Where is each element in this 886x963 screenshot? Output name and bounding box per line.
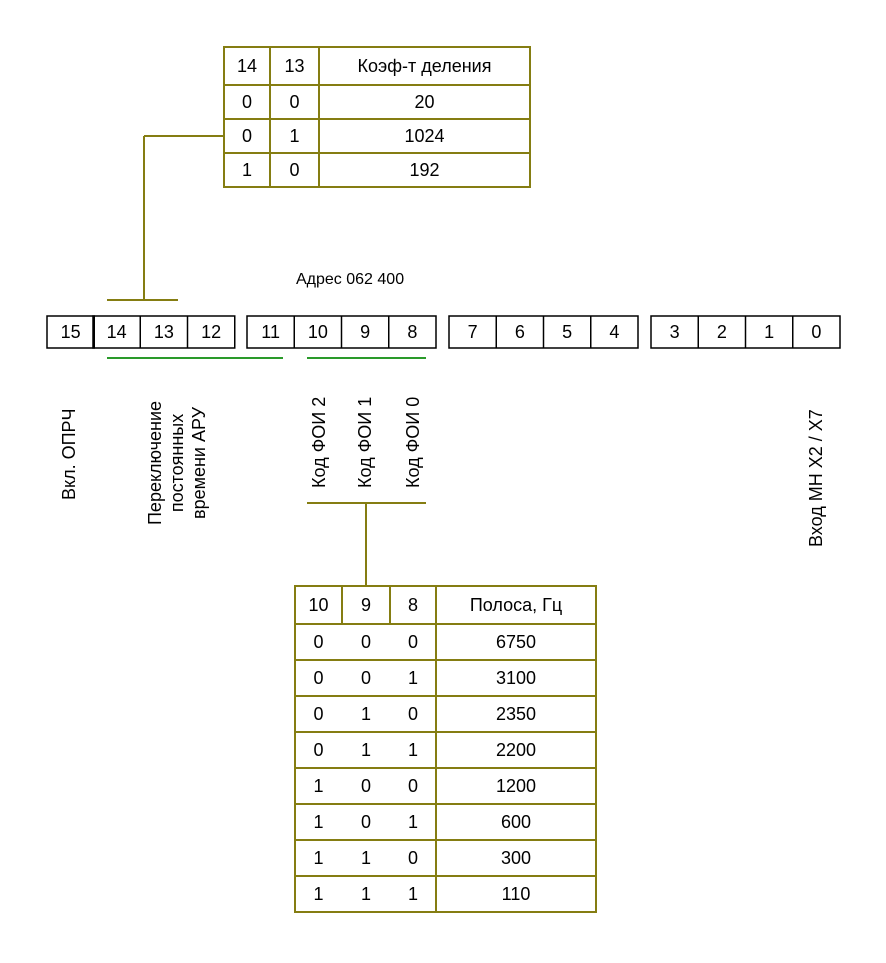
register-bit-14: 14	[107, 322, 127, 342]
band-table-cell: 2350	[496, 704, 536, 724]
band-table-header-cell: 8	[408, 595, 418, 615]
band-table-cell: 1	[408, 668, 418, 688]
register-bit-13: 13	[154, 322, 174, 342]
band-table-cell: 300	[501, 848, 531, 868]
band-table-border	[294, 585, 597, 913]
divider-table-border	[223, 46, 531, 188]
divider-table-cell: 1024	[404, 126, 444, 146]
divider-table-header-cell: 14	[237, 56, 257, 76]
band-table-cell: 0	[408, 848, 418, 868]
register-bit-2: 2	[717, 322, 727, 342]
band-table-cell: 1	[313, 776, 323, 796]
band-table-cell: 1200	[496, 776, 536, 796]
divider-table-cell: 0	[242, 92, 252, 112]
band-table-cell: 0	[313, 704, 323, 724]
divider-table-cell: 20	[414, 92, 434, 112]
band-table-cell: 600	[501, 812, 531, 832]
register-group	[92, 315, 236, 349]
band-table-cell: 1	[408, 812, 418, 832]
band-table-cell: 1	[313, 812, 323, 832]
register-bit-10: 10	[308, 322, 328, 342]
divider-table-header-cell: Коэф-т деления	[358, 56, 492, 76]
band-table-cell: 1	[361, 740, 371, 760]
divider-connector	[107, 135, 224, 301]
divider-table-cell: 1	[289, 126, 299, 146]
register-bit-5: 5	[562, 322, 572, 342]
register-bit-12: 12	[201, 322, 221, 342]
band-table-cell: 0	[361, 668, 371, 688]
divider-table: 14 13 Коэф-т деления 0 0 20 0 1 1024 1 0 192	[223, 46, 531, 188]
band-table-cell: 1	[361, 884, 371, 904]
band-table-cell: 0	[408, 776, 418, 796]
band-table-cell: 110	[502, 884, 531, 904]
register-bit-11: 11	[261, 322, 280, 342]
divider-table-cell: 192	[409, 160, 439, 180]
divider-table-header-cell: 13	[284, 56, 304, 76]
register-bit-3: 3	[670, 322, 680, 342]
divider-table-cell: 0	[242, 126, 252, 146]
band-table-cell: 1	[313, 848, 323, 868]
register-bit-6: 6	[515, 322, 525, 342]
register-bit-4: 4	[609, 322, 619, 342]
band-table-cell: 1	[361, 848, 371, 868]
band-table-cell: 1	[361, 704, 371, 724]
divider-table-cell: 0	[289, 160, 299, 180]
register-bit-0: 0	[811, 322, 821, 342]
register-bit-15: 15	[61, 322, 81, 342]
band-table-cell: 0	[408, 704, 418, 724]
band-table-cell: 3100	[496, 668, 536, 688]
band-table-cell: 0	[361, 776, 371, 796]
band-table-cell: 1	[408, 884, 418, 904]
band-table-cell: 0	[313, 668, 323, 688]
register-bit-7: 7	[468, 322, 478, 342]
band-table-cell: 0	[313, 632, 323, 652]
band-table-cell: 0	[408, 632, 418, 652]
band-table-cell: 0	[313, 740, 323, 760]
band-table-cell: 1	[313, 884, 323, 904]
band-table-cell: 0	[361, 632, 371, 652]
divider-table-cell: 1	[242, 160, 252, 180]
register-group	[46, 315, 95, 349]
register-bit-9: 9	[360, 322, 370, 342]
band-table-header-cell: 9	[361, 595, 371, 615]
band-table-cell: 0	[361, 812, 371, 832]
foi-connector	[307, 502, 426, 586]
band-table-header-cell: 10	[308, 595, 328, 615]
divider-table-cell: 0	[289, 92, 299, 112]
band-table-cell: 1	[408, 740, 418, 760]
band-table-cell: 2200	[496, 740, 536, 760]
band-table-cell: 6750	[496, 632, 536, 652]
register-bit-1: 1	[764, 322, 774, 342]
address-label: Адрес 062 400	[296, 271, 404, 288]
register-bit-8: 8	[407, 322, 417, 342]
band-table-header-cell: Полоса, Гц	[470, 595, 562, 615]
